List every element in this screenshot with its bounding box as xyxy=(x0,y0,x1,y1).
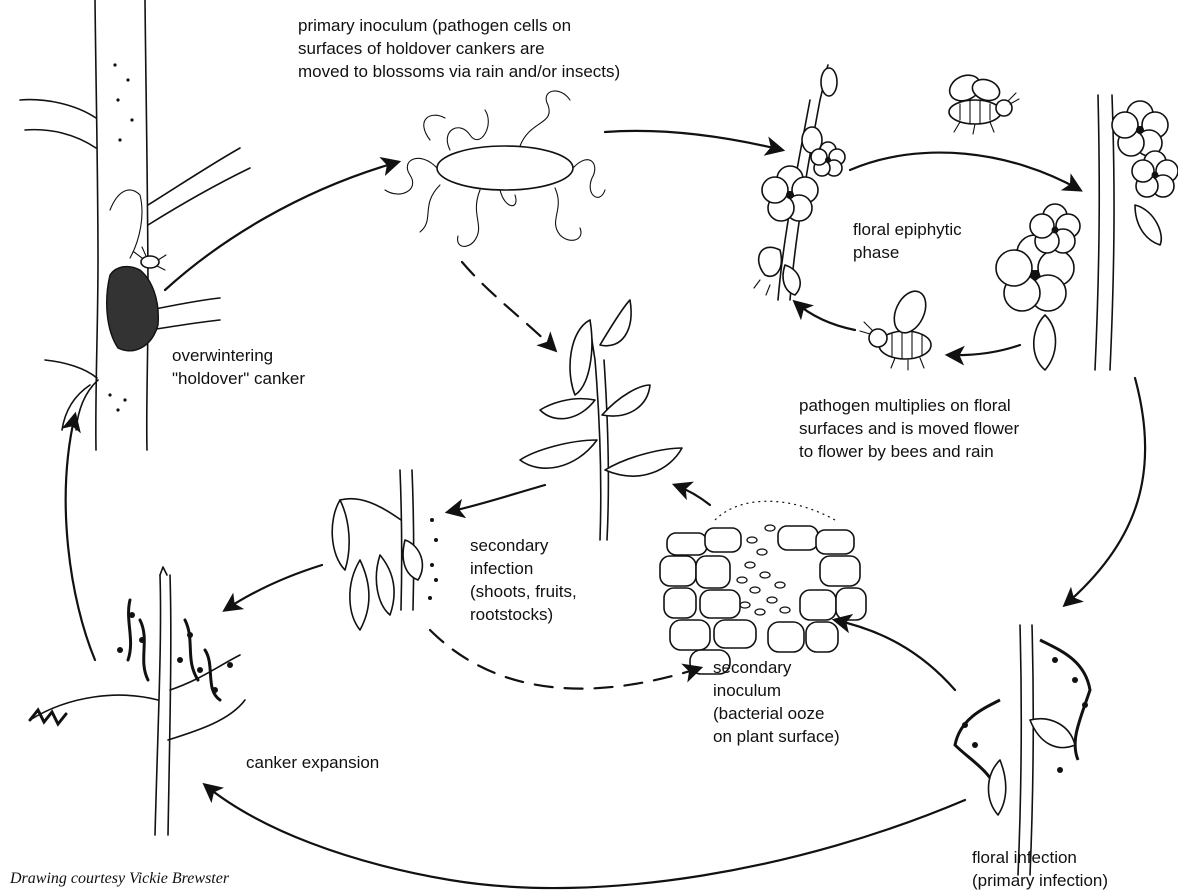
primary-inoculum-label: primary inoculum (pathogen cells on surf… xyxy=(298,14,620,83)
secondary-inoculum-label: secondary inoculum (bacterial ooze on pl… xyxy=(713,656,840,748)
canker-expansion-illustration xyxy=(30,567,245,835)
young-shoot-illustration xyxy=(520,300,682,540)
floral-epiphytic-phase-label: floral epiphytic phase xyxy=(853,218,962,264)
canker-expansion-label: canker expansion xyxy=(246,751,379,774)
overwintering-canker-label: overwintering "holdover" canker xyxy=(172,344,305,390)
pathogen-multiplies-label: pathogen multiplies on floral surfaces a… xyxy=(799,394,1019,463)
infected-shoot-illustration xyxy=(332,470,438,630)
bee-middle-illustration xyxy=(860,286,932,370)
drawing-credit: Drawing courtesy Vickie Brewster xyxy=(10,870,229,888)
bacterium-illustration xyxy=(385,91,605,246)
floral-infection-label: floral infection (primary infection) xyxy=(972,846,1108,892)
blossom-cluster-right-illustration xyxy=(996,95,1178,370)
cell-cross-section-illustration xyxy=(660,501,866,674)
blossom-branch-illustration xyxy=(754,65,845,300)
cycle-arrows xyxy=(66,131,1145,888)
bee-top-illustration xyxy=(945,70,1019,134)
floral-infection-illustration xyxy=(955,625,1090,875)
secondary-infection-label: secondary infection (shoots, fruits, roo… xyxy=(470,534,577,626)
